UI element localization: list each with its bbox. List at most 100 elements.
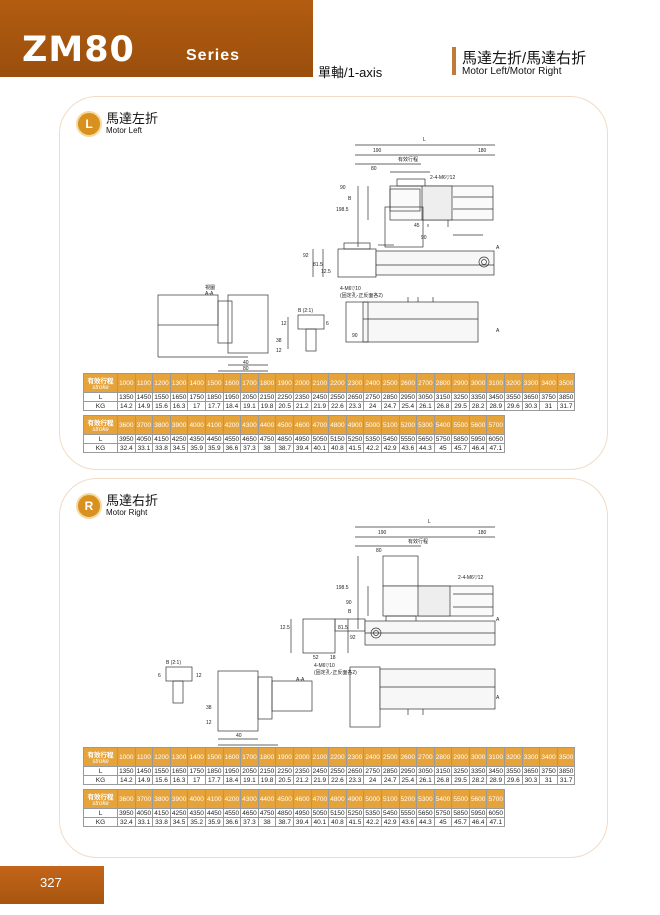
length-cell: 2450 (310, 392, 330, 402)
weight-cell: 14.9 (134, 775, 154, 785)
weight-cell: 22.6 (328, 775, 347, 785)
length-cell: 5350 (363, 808, 382, 818)
length-cell: 4750 (257, 808, 277, 818)
weight-cell: 28.2 (468, 775, 488, 785)
length-cell: 3250 (451, 766, 470, 776)
weight-cell: 38 (257, 443, 277, 453)
stroke-cell: 2800 (433, 747, 453, 767)
weight-cell: 22.6 (328, 401, 347, 411)
length-cell: 2650 (345, 766, 365, 776)
weight-cell: 19.1 (240, 775, 259, 785)
weight-cell: 25.4 (398, 775, 418, 785)
weight-cell: 47.1 (486, 817, 506, 827)
page-title-cn: 馬達左折/馬達右折 (462, 50, 587, 67)
length-cell: 3950 (117, 808, 136, 818)
length-cell: 5050 (310, 434, 330, 444)
weight-cell: 36.6 (222, 817, 242, 827)
dim-6: 6 (158, 673, 161, 679)
dim-80: 80 (376, 548, 382, 554)
length-cell: 5850 (451, 808, 470, 818)
weight-cell: 21.2 (292, 401, 312, 411)
weight-cell: 31 (539, 401, 558, 411)
weight-cell: 33.8 (152, 817, 171, 827)
stroke-cell: 2300 (345, 747, 365, 767)
length-cell: 3650 (521, 392, 541, 402)
dim-90c: 90 (421, 235, 427, 241)
length-cell: 5450 (380, 434, 400, 444)
dim-81-5: 81.5 (313, 262, 323, 268)
length-cell: 3950 (117, 434, 136, 444)
weight-cell: 24 (363, 775, 382, 785)
weight-cell: 34.5 (169, 443, 189, 453)
weight-cell: 28.9 (486, 775, 506, 785)
length-cell: 4050 (134, 434, 154, 444)
weight-cell: 44.3 (416, 443, 435, 453)
weight-cell: 33.1 (134, 817, 154, 827)
length-cell: 5850 (451, 434, 470, 444)
dim-40: 40 (243, 360, 249, 366)
length-cell: 1850 (204, 392, 224, 402)
weight-cell: 19.8 (257, 775, 277, 785)
section-cn: 視圖 (205, 284, 215, 291)
dim-80: 80 (371, 166, 377, 172)
length-cell: 1850 (204, 766, 224, 776)
weight-cell: 31 (539, 775, 558, 785)
stroke-cell: 2900 (451, 373, 470, 393)
length-cell: 4250 (169, 434, 189, 444)
weight-cell: 30.3 (521, 401, 541, 411)
stroke-cell: 3900 (169, 789, 189, 809)
weight-cell: 19.8 (257, 401, 277, 411)
stroke-cell: 1100 (134, 747, 154, 767)
stroke-cell: 1200 (152, 747, 171, 767)
stroke-cell: 2100 (310, 747, 330, 767)
length-cell: 2450 (310, 766, 330, 776)
weight-cell: 40.1 (310, 443, 330, 453)
stroke-cell: 4300 (240, 789, 259, 809)
weight-cell: 42.2 (363, 817, 382, 827)
dim-12-5: 12.5 (280, 625, 290, 631)
weight-cell: 37.3 (240, 817, 259, 827)
weight-cell: 19.1 (240, 401, 259, 411)
length-cell: 2150 (257, 392, 277, 402)
stroke-cell: 4000 (187, 789, 206, 809)
stroke-cell: 2600 (398, 747, 418, 767)
stroke-cell: 4500 (275, 789, 294, 809)
length-cell: 5550 (398, 808, 418, 818)
weight-cell: 26.1 (416, 775, 435, 785)
weight-cell: 24.7 (380, 775, 400, 785)
length-cell: 4850 (275, 434, 294, 444)
weight-cell: 20.5 (275, 775, 294, 785)
mount-note: (固定孔-正反面各2) (340, 292, 383, 299)
weight-cell: 39.4 (292, 443, 312, 453)
length-cell: 3850 (556, 766, 576, 776)
weight-cell: 42.9 (380, 817, 400, 827)
weight-cell: 37.3 (240, 443, 259, 453)
stroke-cell: 2700 (416, 747, 435, 767)
weight-cell: 24.7 (380, 401, 400, 411)
length-cell: 3150 (433, 392, 453, 402)
stroke-cell: 5300 (416, 789, 435, 809)
length-cell: 4550 (222, 808, 242, 818)
length-cell: 2950 (398, 766, 418, 776)
stroke-cell: 4900 (345, 415, 365, 435)
stroke-cell: 2100 (310, 373, 330, 393)
length-cell: 1550 (152, 392, 171, 402)
stroke-cell: 2200 (328, 747, 347, 767)
weight-cell: 43.6 (398, 443, 418, 453)
stroke-cell: 3000 (468, 747, 488, 767)
weight-cell: 28.2 (468, 401, 488, 411)
motor-right-drawing: L 190 有效行程 180 80 2-4-M6▽12 198.5 90 A 1… (158, 519, 500, 753)
stroke-cell: 3600 (117, 789, 136, 809)
length-cell: 1350 (117, 392, 136, 402)
length-cell: 4950 (292, 808, 312, 818)
length-cell: 3350 (468, 766, 488, 776)
weight-cell: 43.6 (398, 817, 418, 827)
stroke-cell: 5400 (433, 415, 453, 435)
weight-cell: 40.8 (328, 817, 347, 827)
length-cell: 4150 (152, 808, 171, 818)
dim-81-5: 81.5 (338, 625, 348, 631)
length-cell: 5450 (380, 808, 400, 818)
weight-cell: 15.6 (152, 775, 171, 785)
weight-cell: 47.1 (486, 443, 506, 453)
